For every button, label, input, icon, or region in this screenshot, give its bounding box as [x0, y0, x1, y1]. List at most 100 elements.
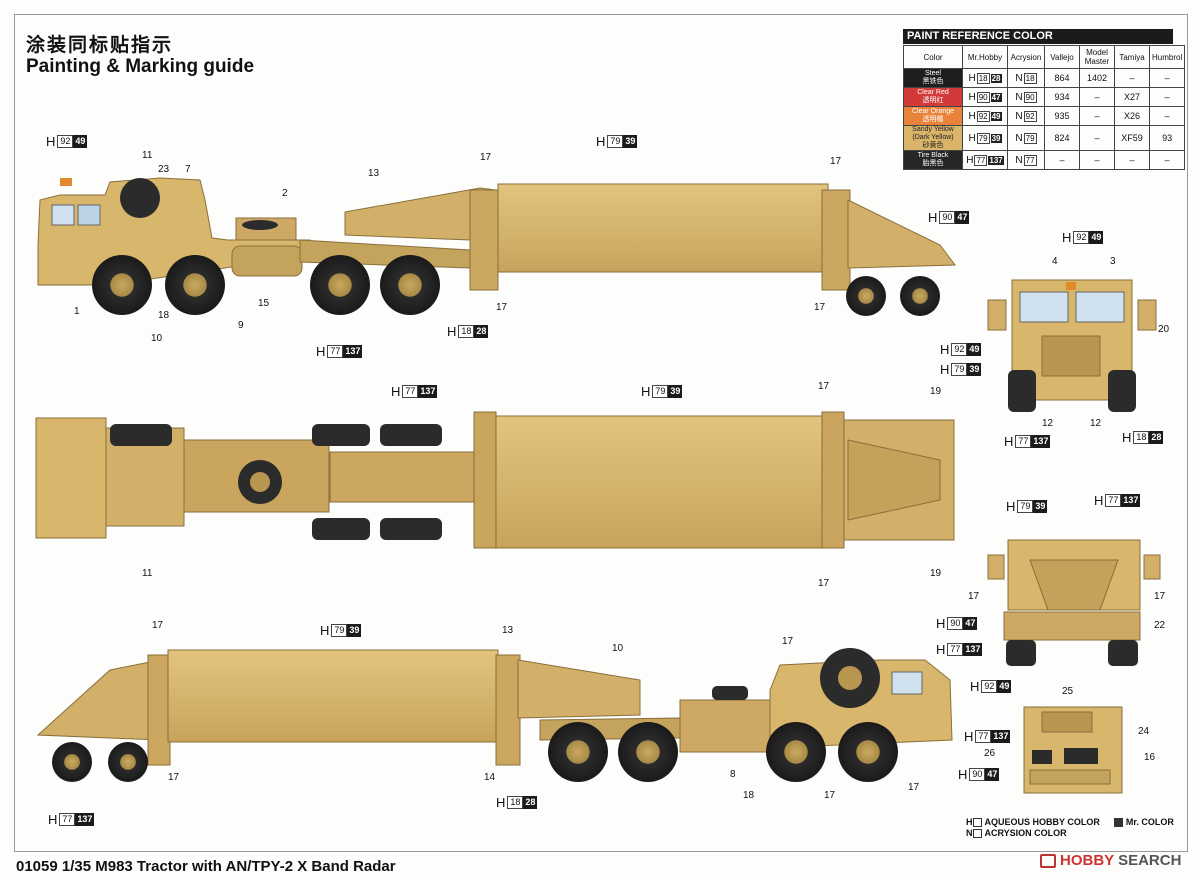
callout-black-code: 28 — [523, 796, 538, 809]
modelmaster-number: – — [1094, 133, 1100, 143]
callout-white-code: 92 — [1073, 231, 1090, 244]
color-name: Tire Black — [917, 152, 949, 159]
callout-black-code: 47 — [963, 617, 978, 630]
color-name-cn: 黑铁色 — [922, 78, 944, 85]
legend-acrysion: ACRYSION COLOR — [984, 828, 1067, 838]
legend-mrcolor: Mr. COLOR — [1125, 817, 1174, 827]
part-number: 19 — [930, 386, 942, 397]
mrhobby-aqueous: 18 — [976, 72, 990, 84]
vallejo-number: 935 — [1054, 111, 1070, 121]
humbrol-number: – — [1164, 92, 1170, 102]
part-number: 18 — [743, 790, 755, 801]
part-number: 20 — [1158, 324, 1170, 335]
color-name-cn: 砂黄色 — [922, 142, 944, 149]
callout-prefix: H — [46, 134, 56, 149]
title-chinese: 涂装同标贴指示 — [26, 35, 174, 56]
part-number: 12 — [1090, 418, 1102, 429]
humbrol-number: 93 — [1162, 133, 1173, 143]
part-number: 26 — [984, 748, 996, 759]
part-number: 13 — [368, 168, 380, 179]
part-number: 25 — [1062, 686, 1074, 697]
top-view — [35, 411, 955, 549]
callout-prefix: H — [48, 812, 58, 827]
part-number: 17 — [830, 156, 842, 167]
vallejo-number: – — [1059, 155, 1065, 165]
part-number: 17 — [814, 302, 826, 313]
callout-white-code: 90 — [947, 617, 964, 630]
callout-prefix: H — [1004, 434, 1014, 449]
callout-black-code: 49 — [1089, 231, 1104, 244]
side-view-top — [37, 177, 956, 316]
part-number: 22 — [1154, 620, 1166, 631]
color-name-cn: 透明橘 — [922, 116, 944, 123]
vallejo-number: 824 — [1054, 133, 1070, 143]
callout-white-code: 79 — [951, 363, 968, 376]
part-number: 14 — [484, 772, 496, 783]
callout-white-code: 77 — [975, 730, 992, 743]
color-name: Steel — [925, 70, 941, 77]
part-number: 17 — [818, 578, 830, 589]
callout-white-code: 77 — [1015, 435, 1032, 448]
modelmaster-number: – — [1094, 111, 1100, 121]
humbrol-number: – — [1164, 73, 1170, 83]
callout-white-code: 77 — [327, 345, 344, 358]
callout-prefix: H — [641, 384, 651, 399]
callout-prefix: H — [1122, 430, 1132, 445]
callout-white-code: 77 — [1105, 494, 1122, 507]
callout-prefix: H — [936, 642, 946, 657]
part-number: 24 — [1138, 726, 1150, 737]
mrcolor-number: 39 — [990, 133, 1002, 143]
callout-black-code: 137 — [1031, 435, 1051, 448]
tamiya-number: XF59 — [1121, 133, 1143, 143]
callout-black-code: 49 — [997, 680, 1012, 693]
part-number: 7 — [185, 164, 191, 175]
callout-prefix: H — [1006, 499, 1016, 514]
callout-prefix: H — [316, 344, 326, 359]
mrhobby-aqueous: 92 — [976, 110, 990, 122]
modelmaster-number: – — [1094, 92, 1100, 102]
part-number: 17 — [168, 772, 180, 783]
part-number: 17 — [480, 152, 492, 163]
callout-prefix: H — [940, 362, 950, 377]
callout-white-code: 79 — [1017, 500, 1034, 513]
callout-black-code: 28 — [474, 325, 489, 338]
mrcolor-box-icon — [1113, 818, 1123, 828]
callout-black-code: 137 — [991, 730, 1011, 743]
modelmaster-number: 1402 — [1086, 73, 1108, 83]
callout-white-code: 92 — [981, 680, 998, 693]
part-number: 10 — [151, 333, 163, 344]
part-number: 9 — [238, 320, 244, 331]
title-english: Painting & Marking guide — [26, 56, 255, 77]
callout-prefix: H — [936, 616, 946, 631]
color-name: Sandy Yellow (Dark Yellow) — [912, 126, 954, 141]
callout-white-code: 77 — [947, 643, 964, 656]
callout-prefix: H — [320, 623, 330, 638]
col-color: Color — [903, 45, 963, 69]
tamiya-number: X26 — [1123, 111, 1140, 121]
callout-prefix: H — [940, 342, 950, 357]
tamiya-number: – — [1129, 73, 1135, 83]
callout-white-code: 90 — [969, 768, 986, 781]
callout-black-code: 47 — [985, 768, 1000, 781]
part-number: 17 — [152, 620, 164, 631]
callout-white-code: 92 — [57, 135, 74, 148]
part-number: 11 — [142, 150, 153, 161]
